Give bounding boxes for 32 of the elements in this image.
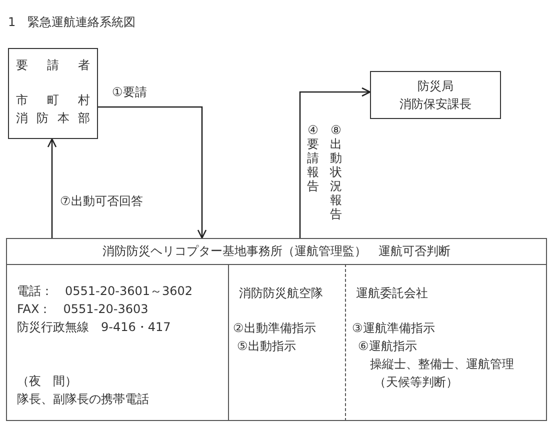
box-text: 市町村 [16,92,90,108]
edge-label: ④要請報告 [306,123,320,193]
table-cell [7,264,229,421]
cell-text: 防災行政無線 9-416・417 [17,319,171,335]
table-heading: 消防防災ヘリコプター基地事務所（運航管理監） 運航可否判断 [102,243,452,259]
cell-text: ②出動準備指示 [233,320,316,336]
cell-text: （夜 間） [17,373,77,389]
office-box [370,71,501,119]
box-text: 消防保安課長 [398,96,472,112]
cell-text: ⑥運航指示 [358,338,417,354]
table-cell [229,264,346,421]
box-text: 防災局 [416,78,454,94]
edge-label: ⑦出動可否回答 [60,193,143,209]
cell-text: ⑤出動指示 [237,338,296,354]
cell-text: （天候等判断） [374,374,458,390]
cell-text: 操縦士、整備士、運航管理 [370,356,514,372]
arrow [47,138,57,238]
cell-text: 消防防災航空隊 [239,285,323,301]
cell-text: FAX： 0551-20-3603 [17,301,148,317]
base-office-table [6,238,547,421]
cell-text: 電話： 0551-20-3601～3602 [17,283,193,299]
diagram-title: 1 緊急運航連絡系統図 [8,14,136,31]
arrow [98,106,207,239]
requester-box [8,48,98,139]
box-text: 要請者 [16,57,90,73]
vertical-note: ⑧出動状況報告 [329,123,343,221]
box-text: 消防本部 [16,110,90,126]
cell-text: 隊長、副隊長の携帯電話 [17,391,149,407]
cell-text: ③運航準備指示 [352,320,435,336]
edge-label: ①要請 [112,84,147,100]
arrow [299,87,371,238]
cell-text: 運航委託会社 [356,285,428,301]
